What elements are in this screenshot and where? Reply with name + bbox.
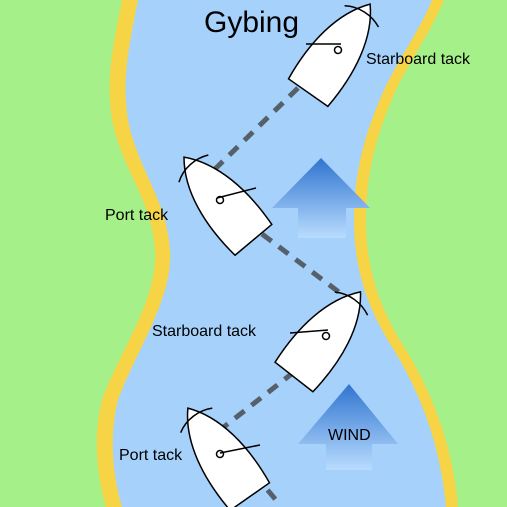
wind-arrow-lower	[298, 384, 398, 470]
label-port-tack-bottom: Port tack	[119, 447, 183, 464]
boom-line	[219, 444, 261, 454]
boat-lower-starboard	[273, 275, 382, 394]
label-starboard-tack-top: Starboard tack	[366, 51, 471, 68]
wind-label: WIND	[328, 427, 371, 444]
river-water	[112, 0, 446, 507]
boat-top-starboard	[286, 0, 392, 108]
label-port-tack-upper: Port tack	[105, 207, 169, 224]
wind-arrow-upper	[272, 158, 370, 238]
boom-line	[216, 187, 257, 199]
diagram-title: Gybing	[204, 6, 299, 39]
label-starboard-tack-lower: Starboard tack	[152, 323, 257, 340]
track-segment	[218, 370, 296, 432]
boom-line	[289, 329, 329, 334]
track-segment	[260, 232, 354, 304]
